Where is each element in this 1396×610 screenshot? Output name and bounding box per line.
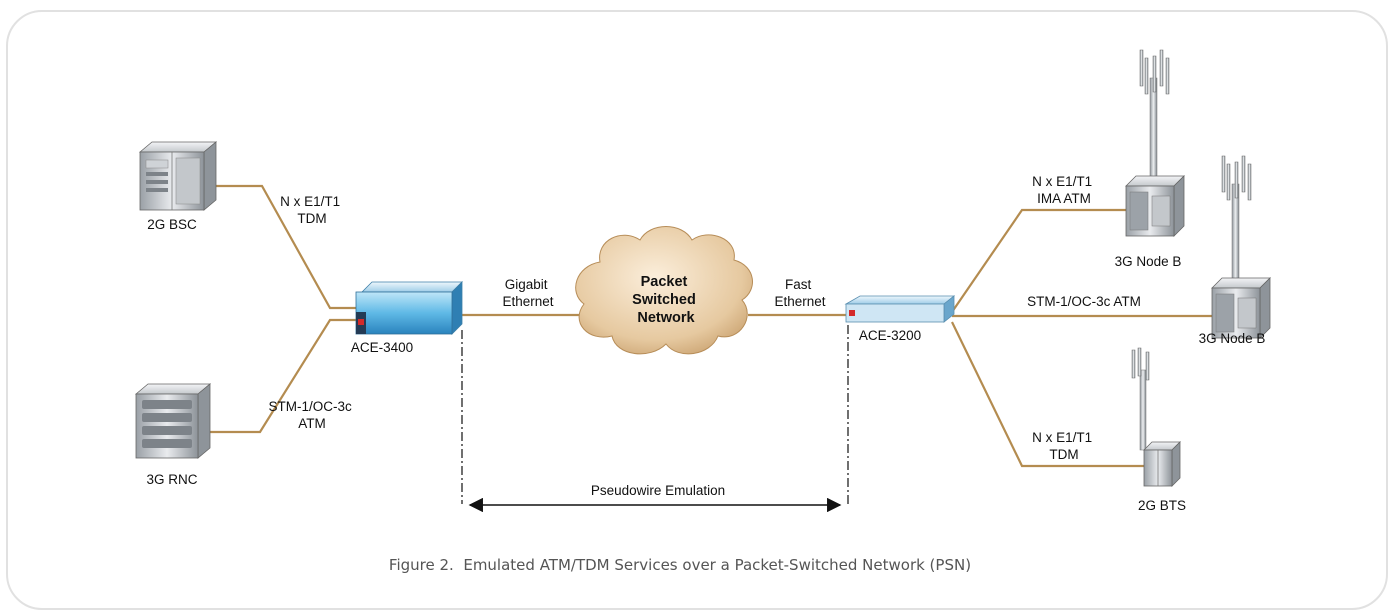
psn-cloud-label-line1: Packet [641, 274, 688, 290]
gigabit-label: Gigabit Ethernet [502, 277, 553, 309]
pw-label: Pseudowire Emulation [591, 483, 725, 498]
psn-cloud-label-line3: Network [637, 310, 695, 326]
rnc-link-label-line1: STM-1/OC-3c [268, 399, 352, 414]
gigabit-label-line2: Ethernet [502, 294, 553, 309]
psn-cloud-label: Packet Switched Network [632, 274, 700, 326]
bsc-link-label-line1: N x E1/T1 [280, 194, 340, 209]
links [210, 184, 1212, 468]
rnc-label: 3G RNC [146, 472, 197, 487]
link-nodeb1 [951, 208, 1126, 313]
link-rnc [210, 318, 356, 434]
rnc-link-label: STM-1/OC-3c ATM [268, 399, 355, 431]
fast-label-line2: Ethernet [774, 294, 825, 309]
psn-cloud-icon [575, 226, 753, 355]
bts-icon [1131, 347, 1181, 487]
nodeb2-label: 3G Node B [1199, 331, 1266, 346]
fast-label-line1: Fast [785, 277, 812, 292]
psn-cloud-label-line2: Switched [632, 292, 696, 308]
bsc-link-label-line2: TDM [297, 211, 326, 226]
figure-caption: Figure 2. Emulated ATM/TDM Services over… [389, 556, 971, 574]
nodeb1-label: 3G Node B [1115, 254, 1182, 269]
ima-link-label-line1: N x E1/T1 [1032, 174, 1092, 189]
link-bts [951, 321, 1144, 468]
ima-link-label-line2: IMA ATM [1037, 191, 1091, 206]
ima-link-label: N x E1/T1 IMA ATM [1032, 174, 1096, 206]
bsc-label: 2G BSC [147, 217, 197, 232]
stm-link-label: STM-1/OC-3c ATM [1027, 294, 1141, 309]
fast-label: Fast Ethernet [774, 277, 825, 309]
nodeb2-icon [1211, 155, 1271, 339]
pseudowire: Pseudowire Emulation [461, 325, 849, 513]
nodeb1-icon [1125, 49, 1185, 237]
bsc-link-label: N x E1/T1 TDM [280, 194, 344, 226]
ace3200-label: ACE-3200 [859, 328, 921, 343]
bsc-icon [138, 141, 218, 211]
bts-link-label-line1: N x E1/T1 [1032, 430, 1092, 445]
ace3200-icon [844, 295, 956, 323]
rnc-icon [134, 383, 212, 459]
rnc-link-label-line2: ATM [298, 416, 326, 431]
link-bsc [215, 184, 356, 310]
ace3400-label: ACE-3400 [351, 340, 413, 355]
bts-link-label: N x E1/T1 TDM [1032, 430, 1096, 462]
bts-label: 2G BTS [1138, 498, 1186, 513]
bts-link-label-line2: TDM [1049, 447, 1078, 462]
gigabit-label-line1: Gigabit [505, 277, 548, 292]
ace3400-icon [355, 281, 463, 335]
